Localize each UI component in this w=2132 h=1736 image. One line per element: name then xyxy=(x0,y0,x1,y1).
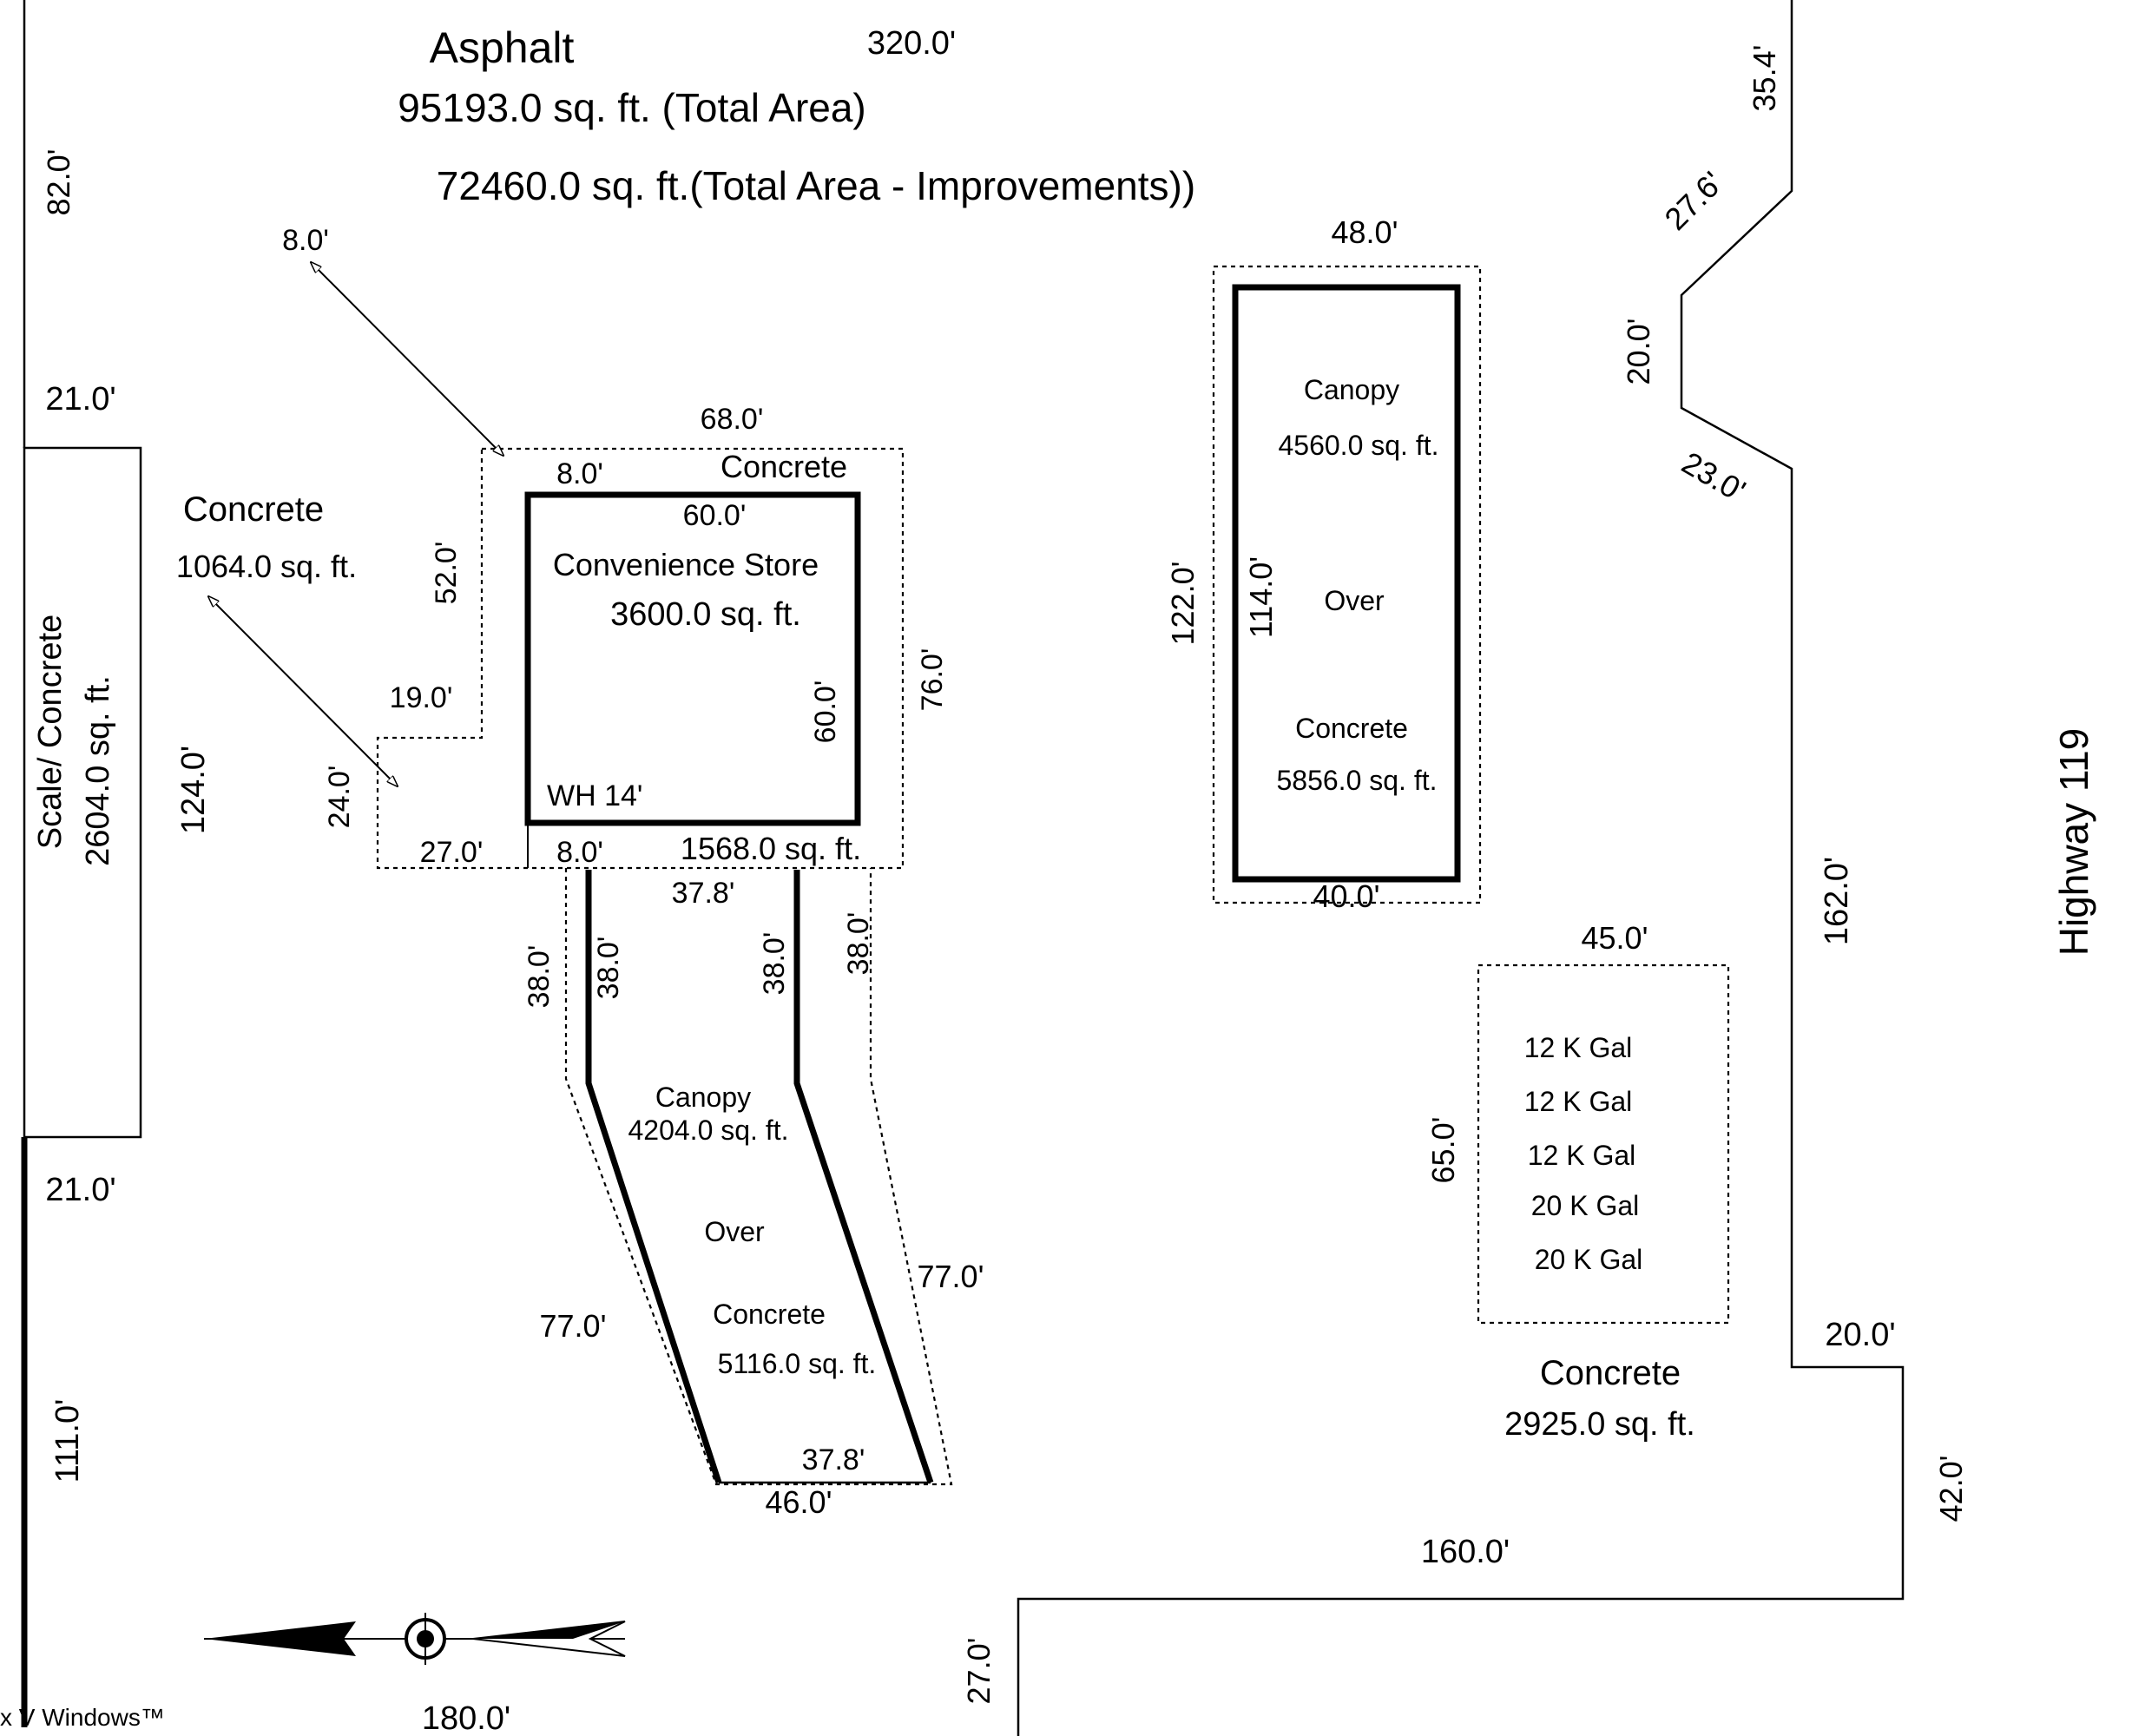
canopy-right-concrete-area: 5856.0 sq. ft. xyxy=(1276,765,1437,796)
dim-76: 76.0' xyxy=(916,648,949,712)
canopy-right: Canopy 4560.0 sq. ft. Over Concrete 5856… xyxy=(1165,214,1482,914)
north-arrow-icon xyxy=(204,1613,626,1665)
tank-farm: 12 K Gal 12 K Gal 12 K Gal 20 K Gal 20 K… xyxy=(1425,920,1730,1443)
dim-23: 23.0' xyxy=(1676,444,1752,509)
canopy-left-label: Canopy xyxy=(655,1082,751,1113)
canopy-left: Canopy 4204.0 sq. ft. Over Concrete 5116… xyxy=(523,868,984,1520)
dim-38-inner-left: 38.0' xyxy=(592,937,625,1000)
convenience-store: Convenience Store 3600.0 sq. ft. WH 14' … xyxy=(524,491,861,826)
dim-35-4: 35.4' xyxy=(1747,45,1782,112)
scale-concrete-label: Scale/ Concrete xyxy=(32,615,69,849)
highway-label: Highway 119 xyxy=(2051,728,2096,957)
canopy-left-concrete-label: Concrete xyxy=(713,1299,826,1330)
dim-82: 82.0' xyxy=(41,149,76,216)
canopy-right-over: Over xyxy=(1324,585,1385,616)
concrete-small-area: Concrete 1064.0 sq. ft. xyxy=(176,490,398,786)
software-watermark: x V Windows™ xyxy=(0,1704,165,1731)
dim-20-lower: 20.0' xyxy=(1825,1317,1895,1353)
dim-27-bottom: 27.0' xyxy=(961,1638,997,1705)
dim-52: 52.0' xyxy=(430,542,463,605)
tank-item-5: 20 K Gal xyxy=(1535,1244,1643,1275)
dim-37-8-bottom: 37.8' xyxy=(802,1443,865,1476)
canopy-left-area: 4204.0 sq. ft. xyxy=(628,1115,788,1146)
scale-concrete-area: Scale/ Concrete 2604.0 sq. ft. xyxy=(23,446,142,1139)
store-concrete-area: 1568.0 sq. ft. xyxy=(681,831,861,866)
tank-item-1: 12 K Gal xyxy=(1524,1032,1633,1063)
canopy-left-over: Over xyxy=(704,1216,765,1247)
dim-38-outer-left: 38.0' xyxy=(523,945,556,1009)
dim-21-lower: 21.0' xyxy=(45,1172,115,1208)
dim-68: 68.0' xyxy=(701,403,764,436)
dim-8-arrow: 8.0' xyxy=(282,224,329,257)
canopy-left-concrete-area: 5116.0 sq. ft. xyxy=(718,1348,877,1379)
dim-38-inner-right: 38.0' xyxy=(758,932,791,996)
concrete-small-label: Concrete xyxy=(183,490,324,529)
dim-8-bottom: 8.0' xyxy=(556,836,603,869)
dim-124: 124.0' xyxy=(175,746,212,834)
dim-27-6: 27.6' xyxy=(1657,164,1729,236)
dim-21-upper: 21.0' xyxy=(45,381,115,418)
dim-20-upper: 20.0' xyxy=(1621,319,1656,385)
dim-160: 160.0' xyxy=(1421,1534,1510,1570)
store-right-dimension: 60.0' xyxy=(809,681,842,744)
dim-65: 65.0' xyxy=(1425,1117,1461,1184)
area-minus-improvements-label: 72460.0 sq. ft.(Total Area - Improvement… xyxy=(437,163,1195,208)
store-concrete-outline xyxy=(376,447,905,870)
dim-38-outer-right: 38.0' xyxy=(842,912,875,976)
dim-24: 24.0' xyxy=(323,766,356,829)
dim-40: 40.0' xyxy=(1313,878,1380,914)
store-top-dimension: 60.0' xyxy=(683,499,747,532)
dim-8-top: 8.0' xyxy=(556,457,603,490)
dim-122: 122.0' xyxy=(1165,562,1201,646)
tank-item-4: 20 K Gal xyxy=(1531,1190,1640,1221)
concrete-small-area-value: 1064.0 sq. ft. xyxy=(176,549,357,584)
dim-19: 19.0' xyxy=(390,681,453,714)
asphalt-label: Asphalt xyxy=(430,23,575,72)
canopy-right-label: Canopy xyxy=(1304,374,1399,405)
dim-42: 42.0' xyxy=(1933,1456,1969,1522)
dim-162: 162.0' xyxy=(1819,857,1855,945)
boundary-dimensions: 320.0' 82.0' 21.0' 124.0' 21.0' 111.0' 1… xyxy=(41,25,1969,1736)
store-concrete-label: Concrete xyxy=(721,449,847,484)
dim-77-left: 77.0' xyxy=(540,1308,607,1344)
dim-46: 46.0' xyxy=(766,1484,832,1520)
warehouse-height-label: WH 14' xyxy=(547,779,642,812)
dim-27-store: 27.0' xyxy=(420,836,484,869)
tank-item-3: 12 K Gal xyxy=(1528,1140,1636,1171)
tank-item-2: 12 K Gal xyxy=(1524,1086,1633,1117)
convenience-store-label: Convenience Store xyxy=(553,547,819,582)
tanks-concrete-label: Concrete xyxy=(1540,1354,1681,1392)
property-boundary xyxy=(21,0,1905,1736)
dim-77-right: 77.0' xyxy=(918,1259,984,1294)
dim-37-8-top: 37.8' xyxy=(672,877,735,910)
total-area-label: 95193.0 sq. ft. (Total Area) xyxy=(398,85,866,130)
scale-concrete-area-value: 2604.0 sq. ft. xyxy=(80,675,116,866)
dim-114: 114.0' xyxy=(1243,556,1279,638)
convenience-store-area: 3600.0 sq. ft. xyxy=(610,596,801,633)
canopy-right-area: 4560.0 sq. ft. xyxy=(1278,430,1438,461)
canopy-right-concrete-label: Concrete xyxy=(1295,713,1408,744)
dim-48: 48.0' xyxy=(1332,214,1398,250)
title-block: Asphalt 95193.0 sq. ft. (Total Area) 724… xyxy=(398,23,1195,208)
dim-45: 45.0' xyxy=(1582,920,1648,956)
dim-111: 111.0' xyxy=(49,1399,86,1483)
dim-180: 180.0' xyxy=(422,1700,510,1736)
dim-320: 320.0' xyxy=(867,25,956,62)
tanks-concrete-area: 2925.0 sq. ft. xyxy=(1504,1406,1695,1443)
setback-arrow: 8.0' xyxy=(282,224,503,456)
